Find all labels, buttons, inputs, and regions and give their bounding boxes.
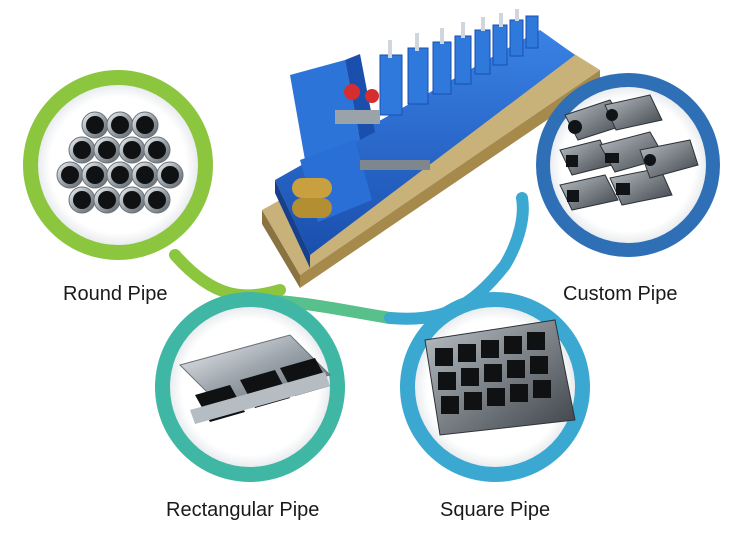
- rectangular-pipe-label: Rectangular Pipe: [166, 499, 320, 521]
- round-pipe-label: Round Pipe: [63, 283, 168, 305]
- rectangular-pipe-card: [155, 292, 345, 482]
- pipe-mill-machine-icon: [262, 9, 600, 288]
- round-pipe-bundle-icon: [56, 111, 184, 214]
- round-pipe-card: [23, 70, 213, 260]
- square-pipe-card: [400, 292, 590, 482]
- custom-pipe-pile-icon: [559, 94, 699, 211]
- square-pipe-label: Square Pipe: [440, 499, 551, 521]
- custom-pipe-card: [536, 73, 720, 257]
- square-pipe-stack-icon: [424, 319, 576, 436]
- rectangular-pipe-icon: [179, 334, 331, 424]
- custom-pipe-label: Custom Pipe: [563, 283, 678, 305]
